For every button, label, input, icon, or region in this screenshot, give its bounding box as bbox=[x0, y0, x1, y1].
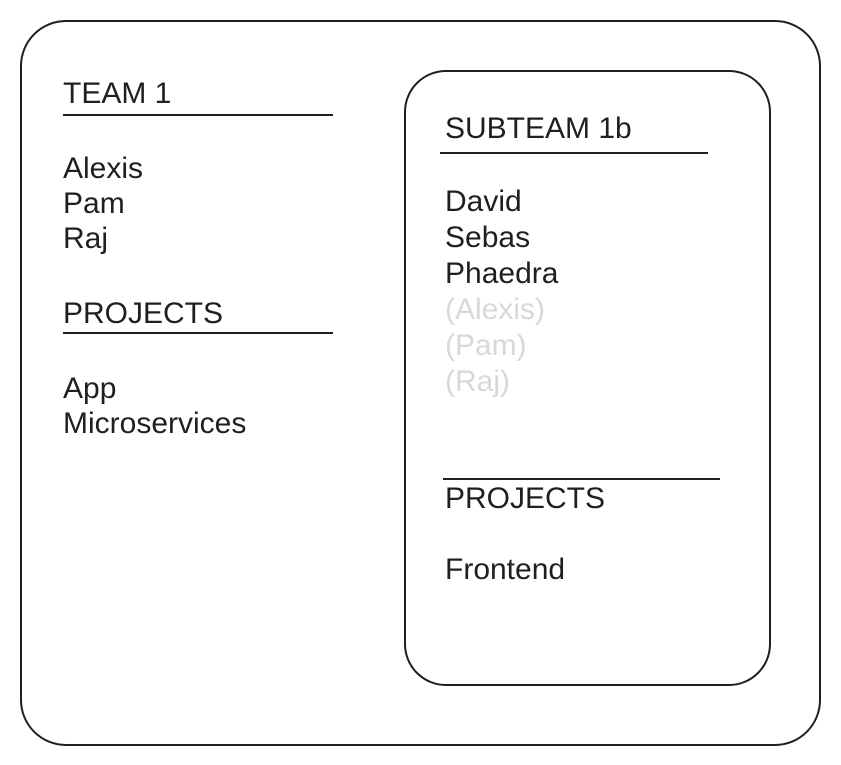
subteam-project-list: Frontend bbox=[445, 552, 565, 587]
subteam-member-list: David Sebas Phaedra bbox=[445, 184, 558, 292]
subteam-title: SUBTEAM 1b bbox=[445, 112, 632, 145]
team-projects-heading: PROJECTS bbox=[63, 297, 224, 330]
team-project: App bbox=[63, 372, 117, 405]
subteam-member: Phaedra bbox=[445, 257, 559, 290]
subteam-projects-overline bbox=[443, 478, 720, 480]
subteam-box-outline bbox=[404, 70, 771, 686]
team-member: Alexis bbox=[63, 152, 144, 185]
team-box-outline bbox=[20, 20, 821, 746]
subteam-inherited-member: (Raj) bbox=[445, 365, 510, 398]
team-member: Pam bbox=[63, 187, 125, 220]
subteam-projects-heading: PROJECTS bbox=[445, 482, 606, 515]
team-projects-underline bbox=[63, 332, 333, 334]
team-project-list: App Microservices bbox=[63, 371, 246, 441]
subteam-member: David bbox=[445, 185, 522, 218]
team-title-underline bbox=[63, 114, 333, 116]
team-member: Raj bbox=[63, 222, 109, 255]
subteam-title-underline bbox=[440, 152, 708, 154]
subteam-member: Sebas bbox=[445, 221, 531, 254]
subteam-project: Frontend bbox=[445, 553, 566, 586]
subteam-inherited-member: (Pam) bbox=[445, 329, 527, 362]
team-member-list: Alexis Pam Raj bbox=[63, 151, 143, 256]
subteam-inherited-member: (Alexis) bbox=[445, 293, 546, 326]
team-project: Microservices bbox=[63, 407, 247, 440]
team-title: TEAM 1 bbox=[63, 77, 172, 110]
subteam-inherited-member-list: (Alexis) (Pam) (Raj) bbox=[445, 292, 545, 400]
